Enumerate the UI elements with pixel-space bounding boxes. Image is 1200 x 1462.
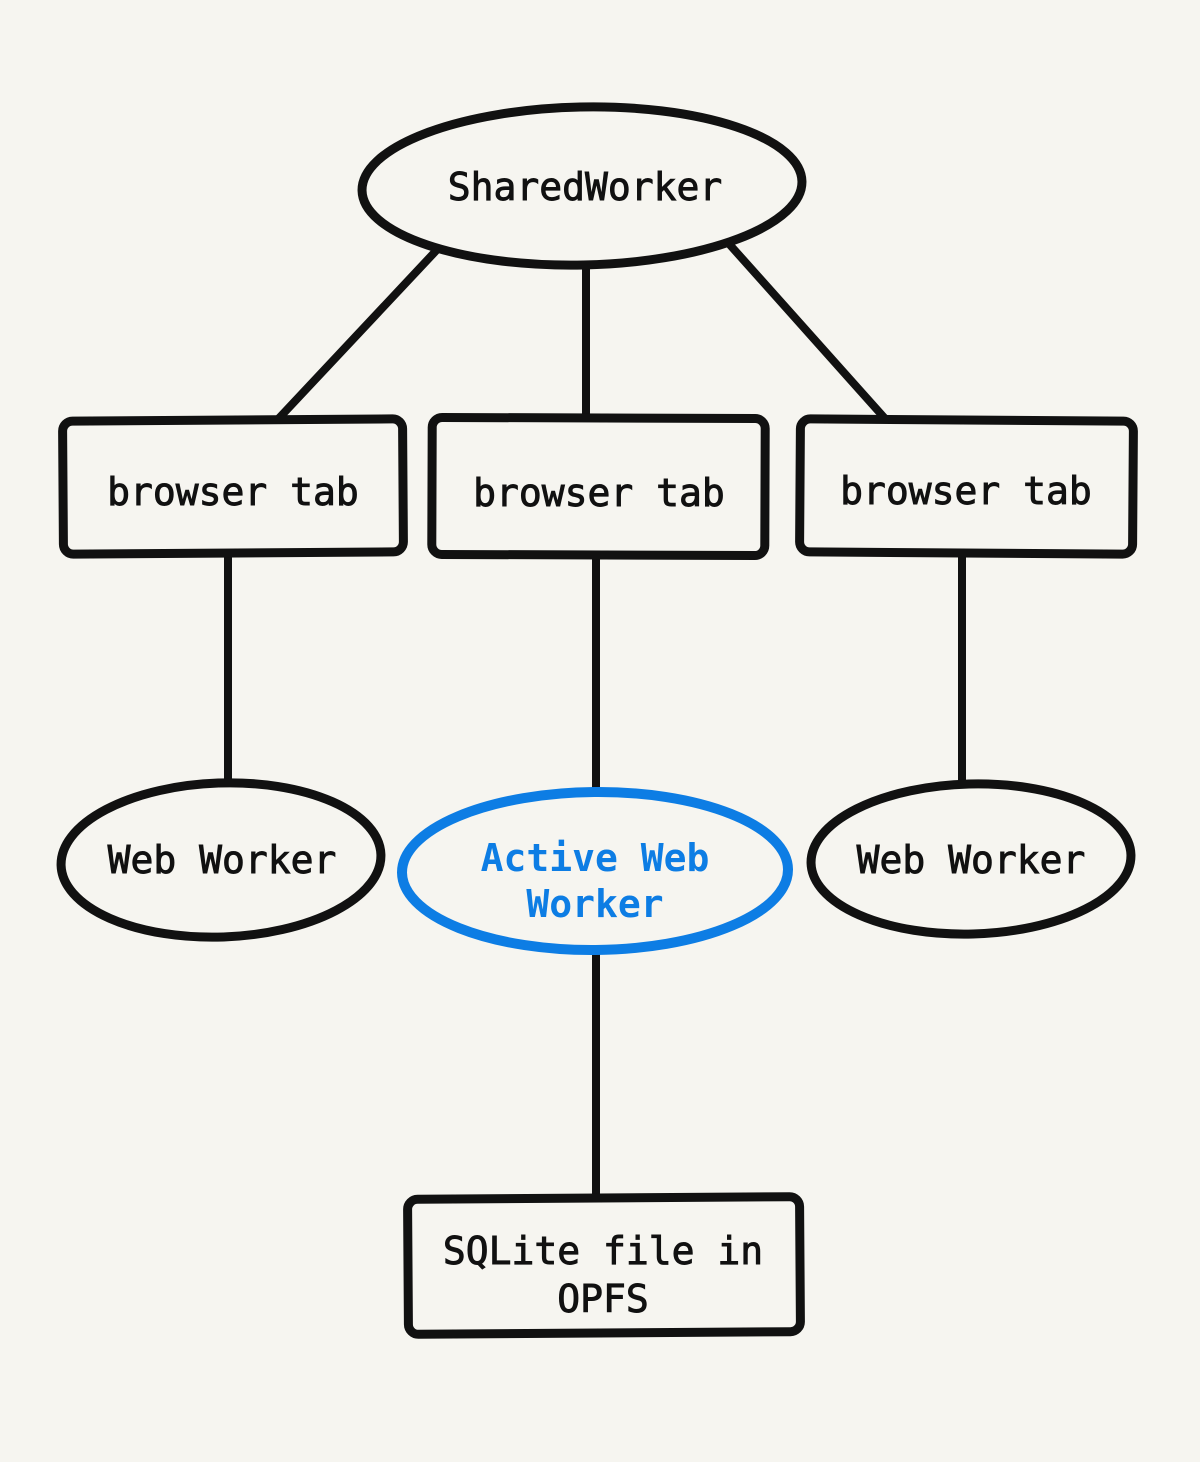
edge-sharedworker-tab-right [718, 232, 901, 436]
node-shared-worker: SharedWorker [357, 102, 807, 270]
active-web-worker-label-line2: Worker [526, 882, 663, 926]
shared-worker-ellipse [357, 102, 807, 270]
browser-tab-right-rect [795, 414, 1138, 559]
web-worker-left-label: Web Worker [108, 838, 337, 882]
node-browser-tab-right: browser tab [795, 414, 1138, 559]
node-web-worker-left: Web Worker [56, 778, 386, 942]
edge-sharedworker-tab-left [262, 234, 452, 436]
web-worker-left-ellipse [56, 778, 386, 942]
sqlite-file-label-line2: OPFS [557, 1277, 649, 1321]
web-worker-right-label: Web Worker [857, 838, 1086, 882]
active-web-worker-ellipse [397, 786, 793, 956]
browser-tab-right-label: browser tab [840, 469, 1092, 513]
sqlite-file-rect [403, 1192, 805, 1339]
active-web-worker-label-line1: Active Web [481, 836, 710, 880]
sqlite-file-label-line1: SQLite file in [443, 1229, 763, 1273]
edge-group [224, 232, 966, 1214]
node-browser-tab-center: browser tab [427, 412, 770, 561]
node-browser-tab-left: browser tab [58, 414, 408, 559]
node-web-worker-right: Web Worker [806, 779, 1136, 939]
web-worker-right-ellipse [806, 779, 1136, 939]
browser-tab-left-rect [58, 414, 408, 559]
browser-tab-left-label: browser tab [107, 470, 359, 514]
node-active-web-worker: Active Web Worker [397, 786, 793, 956]
browser-tab-center-rect [427, 412, 770, 561]
node-sqlite-file: SQLite file in OPFS [403, 1192, 805, 1339]
shared-worker-label: SharedWorker [448, 165, 723, 209]
browser-tab-center-label: browser tab [473, 471, 725, 515]
